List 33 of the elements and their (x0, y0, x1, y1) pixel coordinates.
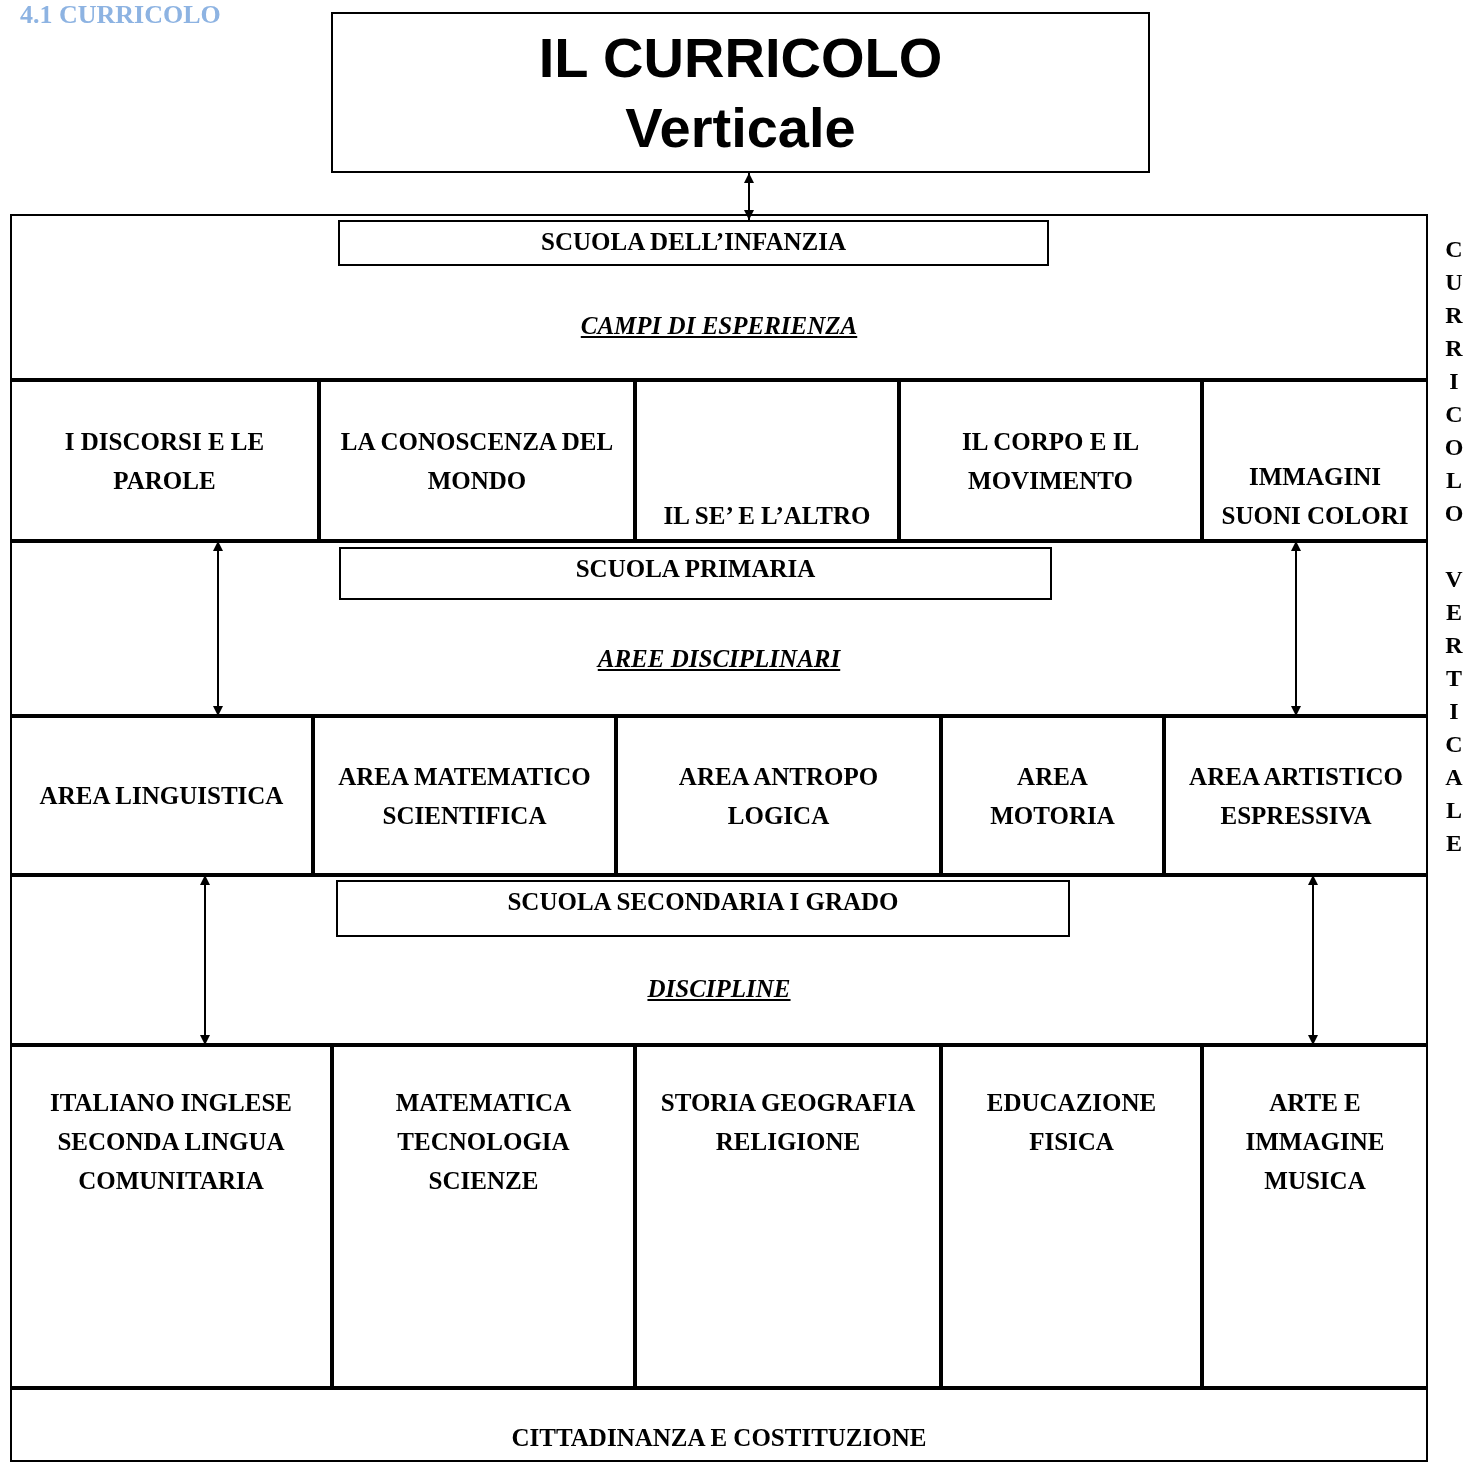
table-cell: AREA MOTORIA (941, 716, 1164, 875)
table-cell: AREA LINGUISTICA (10, 716, 313, 875)
title-box: IL CURRICOLO Verticale (331, 12, 1150, 173)
double-arrow (213, 540, 223, 717)
table-cell: EDUCAZIONE FISICA (941, 1045, 1202, 1388)
school-band (10, 541, 1428, 716)
table-cell: AREA ARTISTICO ESPRESSIVA (1164, 716, 1428, 875)
double-arrow (1291, 540, 1301, 717)
table-cell: STORIA GEOGRAFIA RELIGIONE (635, 1045, 941, 1388)
table-cell: LA CONOSCENZA DEL MONDO (319, 380, 635, 541)
table-cell: AREA MATEMATICO SCIENTIFICA (313, 716, 616, 875)
table-cell: AREA ANTROPO LOGICA (616, 716, 941, 875)
table-cell: I DISCORSI E LE PAROLE (10, 380, 319, 541)
double-arrow (200, 874, 210, 1046)
table-cell: ITALIANO INGLESE SECONDA LINGUA COMUNITARIA (10, 1045, 332, 1388)
school-level-box: SCUOLA SECONDARIA I GRADO (336, 880, 1070, 937)
band-heading: CAMPI DI ESPERIENZA (579, 311, 859, 341)
school-band (10, 875, 1428, 1045)
section-heading: 4.1 CURRICOLO (20, 0, 221, 30)
table-cell: CITTADINANZA E COSTITUZIONE (10, 1388, 1428, 1462)
table-cell: IL SE’ E L’ALTRO (635, 380, 899, 541)
table-cell: IMMAGINI SUONI COLORI (1202, 380, 1428, 541)
school-band (10, 214, 1428, 380)
vertical-label: CURRICOLO VERTICALE (1440, 236, 1467, 863)
school-level-box: SCUOLA PRIMARIA (339, 547, 1052, 600)
table-cell: IL CORPO E IL MOVIMENTO (899, 380, 1202, 541)
band-heading: AREE DISCIPLINARI (595, 644, 842, 674)
double-arrow (1308, 874, 1318, 1046)
double-arrow (744, 172, 754, 221)
table-cell: ARTE E IMMAGINE MUSICA (1202, 1045, 1428, 1388)
band-heading: DISCIPLINE (646, 974, 792, 1004)
school-level-box: SCUOLA DELL’INFANZIA (338, 220, 1049, 266)
table-cell: MATEMATICA TECNOLOGIA SCIENZE (332, 1045, 635, 1388)
